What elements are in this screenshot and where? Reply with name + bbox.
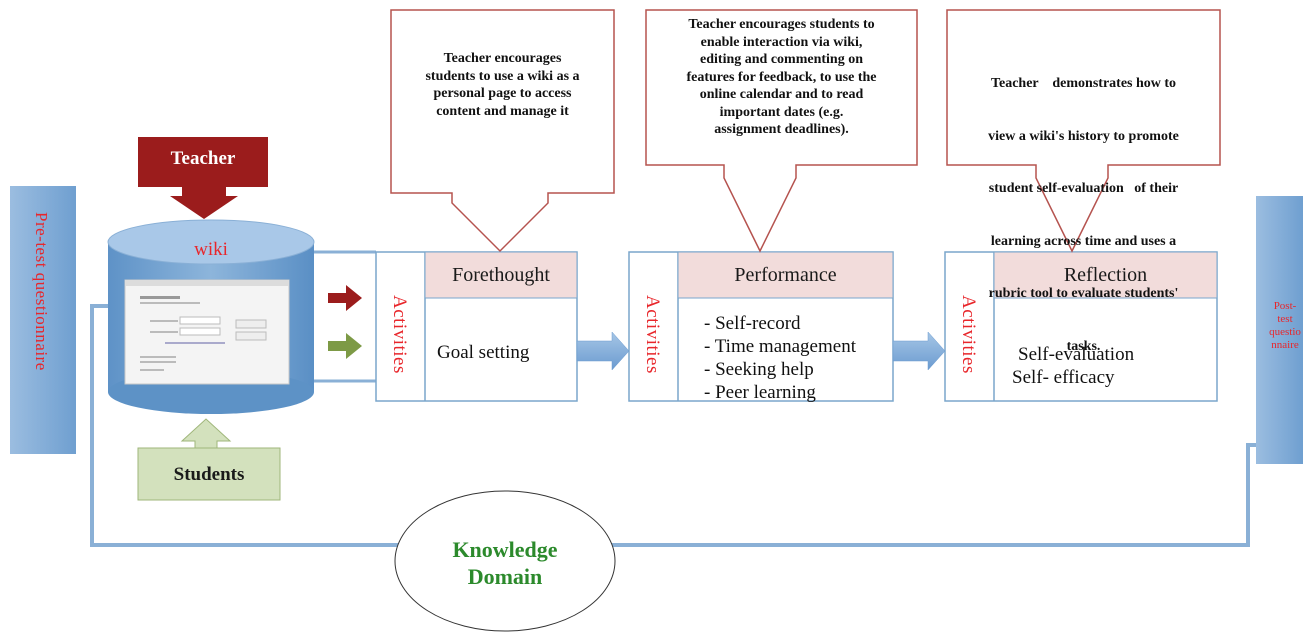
green-arrow-icon (328, 333, 362, 359)
callout-line: important dates (e.g. (719, 104, 844, 120)
callout-line: rubric tool to evaluate students' (988, 286, 1179, 301)
callout-line: tasks. (1066, 338, 1101, 354)
pretest-label: Pre-test questionnaire (32, 212, 51, 371)
callout-line: features for feedback, to use the (686, 69, 877, 85)
reflection-item: Self-evaluation (1018, 344, 1135, 365)
performance-item: - Self-record (704, 313, 801, 334)
callout-line: enable interaction via wiki, (700, 34, 863, 50)
callout-text-3: Teacher demonstrates how to view a wiki'… (951, 40, 1216, 373)
reflection-items: Self-evaluation Self- efficacy (1012, 343, 1134, 389)
students-arrow (137, 418, 281, 501)
phase-title-reflection: Reflection (1063, 264, 1148, 286)
callout-line: view a wiki's history to promote (988, 128, 1179, 144)
knowledge-domain-ellipse (394, 490, 616, 632)
callout-box-3 (946, 9, 1221, 253)
students-label: Students (173, 464, 245, 485)
wiki-label: wiki (194, 239, 228, 260)
callout-line: Teacher demonstrates how to (990, 76, 1177, 91)
phase-title-forethought: Forethought (452, 264, 550, 286)
posttest-line-4: nnaire (1271, 339, 1299, 351)
flow-arrow-2 (892, 331, 946, 371)
wiki-screenshot-image (124, 279, 290, 385)
pretest-bar (10, 186, 76, 454)
forethought-item: Goal setting (437, 342, 530, 363)
knowledge-domain-line: Knowledge (452, 537, 558, 562)
performance-items: - Self-record - Time management - Seekin… (704, 312, 856, 404)
callout-box-1 (390, 9, 615, 253)
callout-text-2: Teacher encourages students to enable in… (650, 16, 913, 139)
activities-label-3: Activities (958, 295, 979, 374)
callout-line: students to use a wiki as a (425, 68, 580, 84)
reflection-item: Self- efficacy (1012, 367, 1115, 388)
phase-box-reflection (944, 251, 1218, 402)
activities-label-1: Activities (389, 295, 410, 374)
callout-line: online calendar and to read (699, 87, 864, 102)
knowledge-loop-line (90, 304, 1256, 547)
phase-box-performance (628, 251, 894, 402)
knowledge-domain-label: Knowledge Domain (400, 536, 610, 590)
activities-label-2: Activities (642, 295, 663, 374)
performance-item: - Time management (704, 336, 856, 357)
callout-line: learning across time and uses a (990, 233, 1177, 249)
posttest-label: Post- test questio nnaire (1256, 300, 1303, 352)
callout-line: personal page to access (433, 86, 572, 101)
posttest-bar (1256, 196, 1303, 464)
callout-text-1: Teacher encourages students to use a wik… (395, 50, 610, 120)
callout-box-2 (645, 9, 918, 253)
teacher-arrow (138, 137, 268, 219)
callout-line: content and manage it (436, 103, 569, 119)
performance-item: - Seeking help (704, 359, 814, 380)
callout-line: Teacher encourages (443, 51, 562, 66)
teacher-label: Teacher (170, 148, 236, 169)
phase-box-forethought (375, 251, 578, 402)
callout-line: Teacher encourages students to (688, 17, 875, 32)
phase-title-performance: Performance (734, 264, 837, 286)
posttest-line-3: questio (1269, 326, 1301, 338)
knowledge-domain-line: Domain (467, 564, 543, 589)
red-arrow-icon (328, 285, 362, 311)
posttest-line-1: Post- (1273, 300, 1297, 312)
callout-line: assignment deadlines). (714, 122, 849, 137)
posttest-line-2: test (1277, 313, 1293, 325)
flow-arrow-1 (576, 331, 630, 371)
performance-item: - Peer learning (704, 382, 816, 403)
callout-line: editing and commenting on (700, 52, 863, 67)
callout-line: student self-evaluation of their (988, 181, 1179, 196)
